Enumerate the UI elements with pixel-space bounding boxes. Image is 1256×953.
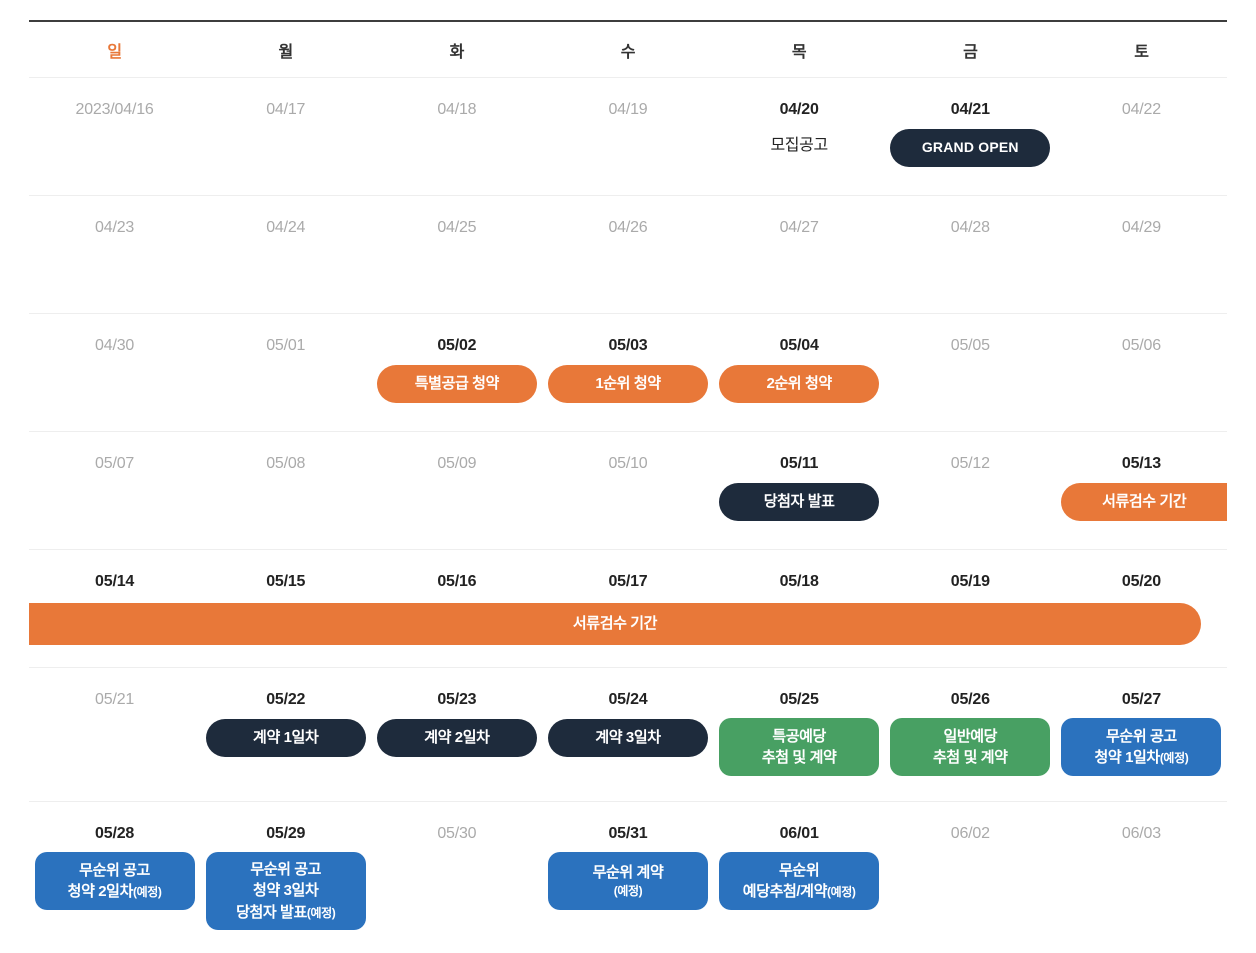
calendar-event[interactable]: 1순위 청약 <box>547 365 709 403</box>
calendar-event-line: 추첨 및 계약 <box>761 749 837 766</box>
calendar-event-line: 2순위 청약 <box>766 375 832 393</box>
calendar-event-suffix: (예정) <box>1159 751 1189 765</box>
calendar-event-line-text: 당첨자 발표 <box>236 903 307 921</box>
event-layer: 모집공고 GRAND OPEN <box>29 78 1227 195</box>
weekday-header-5: 금 <box>963 43 978 61</box>
calendar-event-line-text: 예당추첨/계약 <box>742 883 828 900</box>
calendar-event-line-text: 청약 2일차 <box>67 883 134 900</box>
calendar-event-line: 특공예당 <box>772 727 826 745</box>
calendar-event-line: 무순위 <box>779 861 820 879</box>
calendar-event-line: 계약 1일차 <box>253 729 319 747</box>
calendar-event-line: GRAND OPEN <box>921 139 1019 156</box>
calendar-event-line: 당첨자 발표(예정) <box>236 902 336 923</box>
calendar-event[interactable]: 무순위 계약 (예정) <box>547 852 709 910</box>
calendar-event[interactable]: 2순위 청약 <box>719 365 880 403</box>
event-layer <box>29 196 1227 313</box>
calendar-event-line: 추첨 및 계약 <box>933 749 1008 766</box>
calendar-event-line: 계약 2일차 <box>424 729 490 747</box>
weekday-header-0: 일 <box>107 43 122 61</box>
calendar-event[interactable]: GRAND OPEN <box>890 129 1051 167</box>
calendar-event[interactable]: 서류검수 기간 <box>29 603 1201 645</box>
event-layer: 당첨자 발표 서류검수 기간 <box>29 432 1227 549</box>
calendar-event-line: 예당추첨/계약(예정) <box>743 881 856 902</box>
calendar-event-line: 모집공고 <box>770 136 828 154</box>
calendar-event[interactable]: 모집공고 <box>719 134 879 158</box>
calendar-event-line: 서류검수 기간 <box>572 615 658 633</box>
calendar-event-line: 1순위 청약 <box>595 375 661 393</box>
calendar-event-line: (예정) <box>613 884 643 899</box>
calendar-event-line: 무순위 계약 <box>592 863 664 881</box>
calendar-event-line: 당첨자 발표 <box>763 493 835 511</box>
weekday-header-1: 월 <box>278 43 294 61</box>
weekday-header-2: 화 <box>449 43 465 61</box>
weekday-header-6: 토 <box>1134 43 1149 61</box>
calendar-event-line: 일반예당 <box>943 727 998 745</box>
calendar-top-rule <box>29 20 1227 22</box>
calendar-event-suffix: (예정) <box>132 885 162 899</box>
calendar-event-line: 무순위 공고 <box>79 861 150 879</box>
calendar-event-line-text: 청약 1일차 <box>1094 749 1161 766</box>
event-layer: 특별공급 청약 1순위 청약 2순위 청약 <box>29 314 1227 431</box>
calendar-event[interactable]: 서류검수 기간 <box>1061 483 1227 521</box>
calendar-event-suffix: (예정) <box>306 905 336 920</box>
calendar-event-line: 무순위 공고 <box>250 861 322 879</box>
calendar-event-line: 계약 3일차 <box>595 729 661 747</box>
calendar-event-line: 청약 1일차(예정) <box>1095 747 1189 768</box>
calendar-event[interactable]: 특별공급 청약 <box>376 365 537 403</box>
calendar-event[interactable]: 계약 2일차 <box>376 719 537 757</box>
calendar-event[interactable]: 계약 3일차 <box>547 719 709 757</box>
weekday-header-3: 수 <box>620 43 636 61</box>
calendar-event-line: 청약 3일차 <box>253 882 319 900</box>
calendar-event-line: 서류검수 기간 <box>1102 493 1187 511</box>
calendar-event-suffix: (예정) <box>826 885 856 899</box>
calendar-event-line: 청약 2일차(예정) <box>68 881 162 902</box>
calendar-event[interactable]: 당첨자 발표 <box>719 483 880 521</box>
calendar-event-line: 무순위 공고 <box>1106 727 1177 745</box>
calendar-event[interactable]: 계약 1일차 <box>205 719 366 757</box>
weekday-header-4: 목 <box>791 43 807 61</box>
calendar-event-line: 특별공급 청약 <box>414 375 500 393</box>
event-layer: 서류검수 기간 <box>29 550 1227 667</box>
